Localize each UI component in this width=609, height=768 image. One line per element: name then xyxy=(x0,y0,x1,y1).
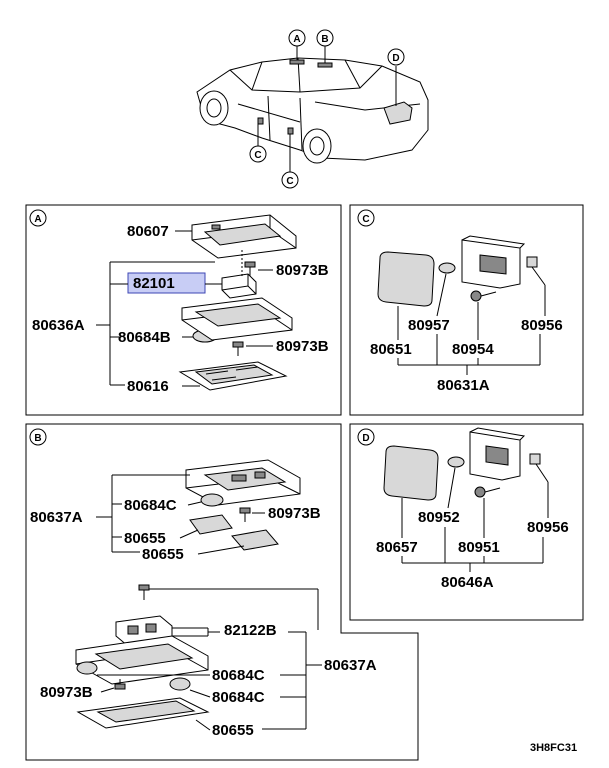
label-80954: 80954 xyxy=(452,341,494,358)
callout-c1: C xyxy=(254,150,261,161)
panel-b-letter: B xyxy=(34,433,41,444)
panel-a-frame xyxy=(25,204,342,416)
label-80973b-b-lower: 80973B xyxy=(40,684,93,701)
label-80657: 80657 xyxy=(376,539,418,556)
lens-icon xyxy=(377,251,435,307)
clip-icon xyxy=(526,256,538,268)
label-80684c-mid: 80684C xyxy=(212,667,265,684)
label-80973b-b-upper: 80973B xyxy=(268,505,321,522)
highlight-82101 xyxy=(127,272,206,294)
label-80957: 80957 xyxy=(408,317,450,334)
bulb-icon xyxy=(438,262,456,274)
panel-a-letter: A xyxy=(34,214,41,225)
label-80684c-upper: 80684C xyxy=(124,497,177,514)
callout-b-circle xyxy=(316,29,334,47)
label-80651: 80651 xyxy=(370,341,412,358)
part-82101-shape xyxy=(221,273,257,299)
lens-icon xyxy=(383,445,439,501)
bulb-icon xyxy=(447,456,465,468)
label-80684c-lower: 80684C xyxy=(212,689,265,706)
panel-c: C 80957 80956 80651 80954 80631A xyxy=(349,204,584,416)
screw-icon xyxy=(114,679,126,690)
label-80637a-upper: 80637A xyxy=(30,509,83,526)
diagram-code: 3H8FC31 xyxy=(530,742,577,754)
panel-d-letter: D xyxy=(362,433,369,444)
screw-icon xyxy=(474,486,501,498)
callout-a-circle xyxy=(288,29,306,47)
panel-d-frame xyxy=(349,423,584,621)
part-80655-shape xyxy=(231,529,279,551)
callout-c2: C xyxy=(286,176,293,187)
part-80655-shape xyxy=(189,514,233,535)
panel-b-frame xyxy=(25,423,419,761)
label-80655-b: 80655 xyxy=(142,546,184,563)
clip-icon xyxy=(529,453,541,465)
label-80607: 80607 xyxy=(127,223,169,240)
callout-d-circle xyxy=(387,48,405,66)
label-80684b: 80684B xyxy=(118,329,171,346)
bulb-icon xyxy=(200,493,224,507)
label-80973b-top: 80973B xyxy=(276,262,329,279)
callout-c2-circle xyxy=(281,171,299,189)
panel-c-letter: C xyxy=(362,214,369,225)
label-80616: 80616 xyxy=(127,378,169,395)
label-80655-a: 80655 xyxy=(124,530,166,547)
bulb-icon xyxy=(76,661,98,675)
callout-a: A xyxy=(293,34,300,45)
panel-a: A 80607 8210 xyxy=(25,204,342,416)
label-80655-lower: 80655 xyxy=(212,722,254,739)
screw-icon xyxy=(470,290,497,302)
callout-c1-circle xyxy=(249,145,267,163)
label-80952: 80952 xyxy=(418,509,460,526)
screw-icon xyxy=(244,261,256,276)
screw-icon xyxy=(138,584,150,600)
panel-d: D 80952 80956 80657 80951 80646A xyxy=(349,423,584,621)
callout-d: D xyxy=(392,53,399,64)
label-80631a: 80631A xyxy=(437,377,490,394)
panel-b: B 80637A 80684C 80973B 80655 80655 xyxy=(25,423,419,761)
screw-icon xyxy=(232,341,244,356)
label-80956: 80956 xyxy=(521,317,563,334)
label-80956-d: 80956 xyxy=(527,519,569,536)
label-82101: 82101 xyxy=(133,275,175,292)
car-illustration: A B D C C xyxy=(196,29,429,189)
label-80637a-lower: 80637A xyxy=(324,657,377,674)
label-80973b-bottom: 80973B xyxy=(276,338,329,355)
bulb-icon xyxy=(169,677,191,691)
panel-c-frame xyxy=(349,204,584,416)
screw-icon xyxy=(239,507,251,522)
callout-b: B xyxy=(321,34,328,45)
label-80951: 80951 xyxy=(458,539,500,556)
label-82122b: 82122B xyxy=(224,622,277,639)
label-80636a: 80636A xyxy=(32,317,85,334)
label-80646a: 80646A xyxy=(441,574,494,591)
